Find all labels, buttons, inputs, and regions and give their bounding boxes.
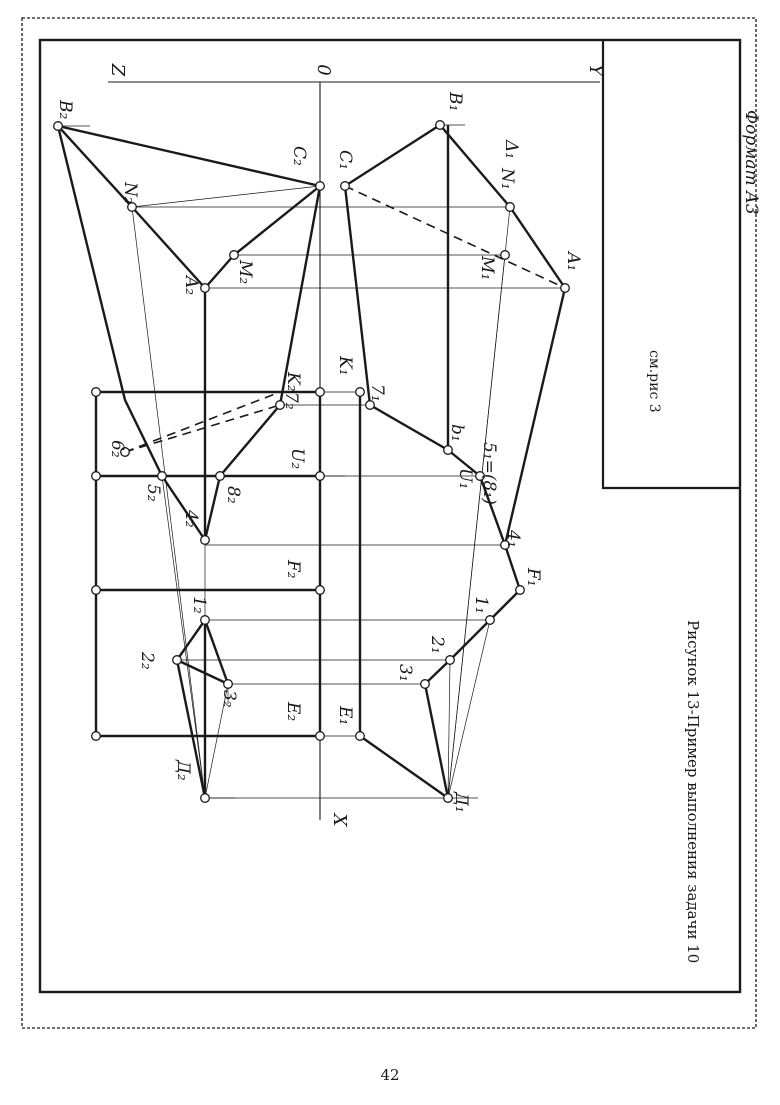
label-32: 3₂ [219,690,239,708]
label-C1: C₁ [335,150,355,170]
label-F2: F₂ [283,559,303,579]
label-D1: Д₁ [451,791,471,813]
label-A1: A₁ [563,250,583,271]
label-N1: N₁ [497,167,517,190]
label-D2: Д₂ [173,759,193,781]
sheet-frame [38,38,742,994]
label-C2: C₂ [289,146,309,166]
axis-label-origin: 0 [313,64,334,75]
sheet-border-outer [21,17,757,1029]
label-21: 2₁ [427,635,447,654]
page-number: 42 [380,1066,400,1084]
label-M2: M₂ [235,259,255,284]
label-b1: b₁ [447,424,467,442]
point-markers [53,120,570,803]
label-A2: A₂ [181,274,201,295]
axis-label-y: Y [585,64,606,78]
label-K1: K₁ [335,355,355,376]
label-M1: M₁ [477,255,497,280]
label-41: 4₁ [503,529,523,548]
axis-label-x: X [329,812,350,828]
label-42: 4₂ [181,509,201,528]
label-U1: U₁ [455,468,475,489]
hidden-edges [96,185,566,685]
label-31: 3₁ [395,664,415,682]
label-72: 7₂ [281,392,301,410]
horizontal-point-labels: B₁ C₁ N₁ Δ₁ M₁ A₁ K₁ 7₁ b₁ U₁ 5₁=(8₁) 4₁… [335,91,583,813]
label-51: 5₁=(8₁) [479,442,499,505]
label-22: 2₂ [137,651,157,670]
frontal-point-labels: B₂ C₂ N₂ M₂ A₂ K₂ 7₂ 6₂ 5₂ U₂ 8₂ 4₂ F₂ 1… [55,99,309,781]
label-52: 5₂ [143,484,163,502]
label-B1: B₁ [445,91,465,111]
label-U2: U₂ [287,448,307,469]
label-E1: E₁ [335,705,355,725]
label-71: 7₁ [367,384,387,402]
label-F1: F₁ [523,567,543,587]
reference-note: см.рис 3 [646,350,662,413]
label-B2: B₂ [55,99,75,119]
label-12: 1₂ [189,596,209,614]
format-label: Формат А3 [741,110,761,215]
label-82: 8₂ [223,486,243,504]
title-block [601,40,740,490]
figure-caption: Рисунок 13-Пример выполнения задачи 10 [684,620,702,963]
label-11: 1₁ [471,596,491,614]
label-K2: K₂ [283,371,303,392]
label-delta1: Δ₁ [501,139,521,159]
label-E2: E₂ [283,701,303,721]
label-N2: N₂ [120,181,140,204]
label-62: 6₂ [107,440,127,458]
axis-label-z: Z [107,63,128,77]
